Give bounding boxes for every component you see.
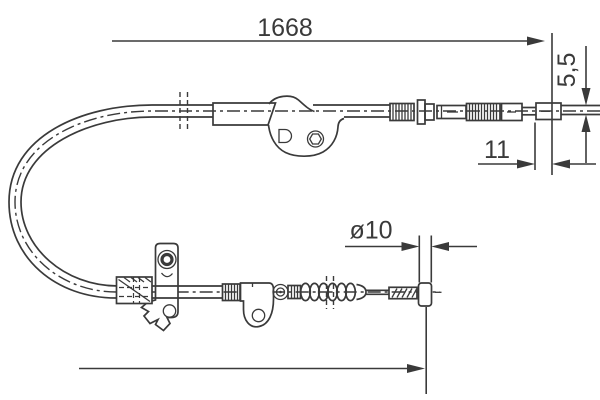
spring-section [465, 102, 501, 122]
anchor-block [115, 276, 153, 305]
dimension-bottom-reference [79, 307, 428, 394]
dim-label-1668: 1668 [257, 14, 313, 42]
lobe-bracket [239, 282, 275, 328]
bolt-circle [306, 130, 325, 148]
dimension-end-fitting-length: 11 [478, 122, 596, 170]
end-eyelet [417, 282, 433, 307]
front-end-rod [366, 282, 442, 307]
dimension-end-diameter: 5,5 [553, 46, 591, 163]
d-slot [278, 128, 293, 144]
cable-sleeve [212, 102, 277, 126]
top-view [8, 92, 600, 299]
lower-hole [162, 304, 177, 318]
bottom-view [115, 242, 442, 332]
bellows-boot [287, 276, 367, 309]
dim-label-5-5: 5,5 [553, 53, 581, 88]
dimension-overall-length: 1668 [112, 14, 553, 175]
spring-coils [468, 103, 498, 121]
dimension-eyelet-diameter: ø10 [345, 217, 477, 283]
cable-curve [8, 104, 153, 299]
dim-label-11: 11 [484, 136, 510, 164]
threaded-rod [388, 286, 418, 300]
ribbed-adjuster [221, 283, 241, 302]
flange-nut [416, 99, 426, 125]
thread-hatch [391, 288, 418, 298]
end-collar [500, 102, 523, 122]
centerline [14, 110, 600, 293]
washer [424, 103, 435, 121]
lobe-hole [251, 308, 266, 323]
hex-bolt-icon [308, 133, 323, 145]
bracket-plate [140, 242, 179, 332]
bolt-hole-inner [160, 252, 174, 267]
bolt-hole-outer [157, 249, 177, 270]
boss-arc [160, 272, 173, 278]
mounting-bracket-top [267, 95, 345, 158]
end-fitting [535, 102, 562, 121]
dim-label-o10: ø10 [349, 217, 392, 245]
adjuster-ribs [392, 103, 412, 121]
adjuster-assembly [389, 99, 600, 125]
